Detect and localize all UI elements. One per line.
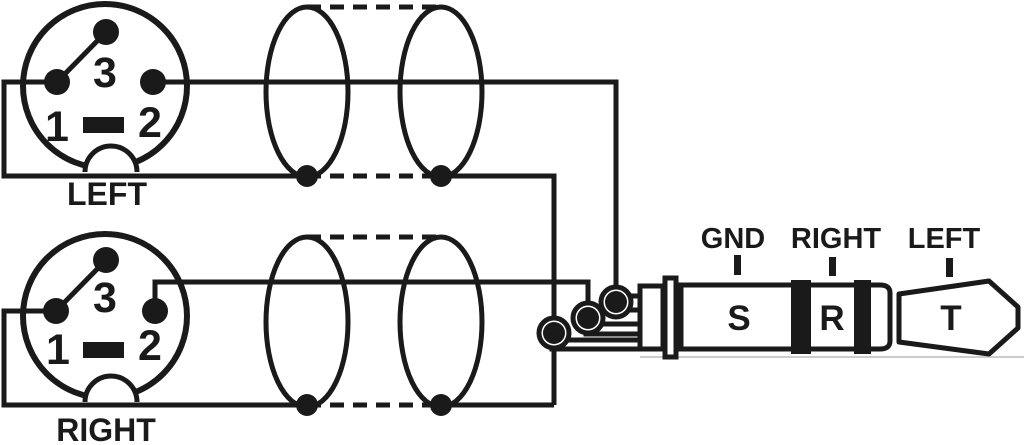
pin-3-number: 3 xyxy=(93,49,117,97)
left-signal-wire xyxy=(153,79,619,302)
ring-letter: R xyxy=(819,299,844,338)
right-channel-wires xyxy=(1,279,591,408)
ring-solder-dot xyxy=(577,307,599,329)
insulator-band xyxy=(854,280,871,354)
right-channel-label: RIGHT xyxy=(791,223,882,255)
shield-ellipse xyxy=(263,234,351,410)
latch-slot xyxy=(83,342,124,358)
gnd-callout-tick xyxy=(734,255,741,275)
pin-2-number: 2 xyxy=(138,322,162,370)
tip-solder-dot xyxy=(605,291,627,313)
left-shield-to-sleeve-wire xyxy=(441,173,557,405)
chassis-notch-cutout xyxy=(85,146,137,174)
left-xlr-connector: 3 1 2 xyxy=(20,1,190,174)
pin-3-dot xyxy=(93,247,119,273)
plug-sleeve-section xyxy=(678,282,893,352)
pin-3-number: 3 xyxy=(93,274,117,322)
left-xlr-label: LEFT xyxy=(67,176,147,212)
pin-3-dot xyxy=(93,19,119,45)
tip-letter: T xyxy=(940,299,961,338)
chassis-notch-cutout xyxy=(85,376,137,404)
sleeve-solder-dot xyxy=(543,322,565,344)
right-shield-wire xyxy=(1,308,307,408)
chassis-notch-arc xyxy=(82,143,140,173)
solder-joint-dot xyxy=(430,394,452,416)
solder-joint-dot xyxy=(296,394,318,416)
pin-1-number: 1 xyxy=(46,326,70,374)
solder-joint-dot xyxy=(296,165,318,187)
latch-slot xyxy=(83,117,124,133)
left-cable-symbol xyxy=(263,4,485,187)
pin-2-number: 2 xyxy=(138,99,162,147)
chassis-notch-arc xyxy=(82,373,140,403)
left-shield-wire xyxy=(1,79,307,179)
sleeve-letter: S xyxy=(727,299,750,338)
insulator-band xyxy=(791,280,811,354)
plug-tip-section xyxy=(896,278,1021,357)
pin-1-number: 1 xyxy=(45,103,69,151)
right-xlr-label: RIGHT xyxy=(56,412,156,445)
right-signal-wire xyxy=(152,279,591,318)
trs-plug: S R T GND RIGHT LEFT xyxy=(536,223,1024,360)
right-cable-symbol xyxy=(263,234,485,416)
plug-collar xyxy=(662,275,679,360)
plug-back-cap xyxy=(637,283,666,352)
shield-ellipse xyxy=(263,4,351,180)
solder-joint-dot xyxy=(430,165,452,187)
gnd-label: GND xyxy=(701,223,765,255)
shield-ellipse xyxy=(397,4,485,180)
shield-ellipse xyxy=(397,234,485,410)
right-xlr-connector: 3 1 2 xyxy=(20,231,190,404)
right-callout-tick xyxy=(829,257,836,276)
left-channel-label: LEFT xyxy=(908,223,981,255)
left-callout-tick xyxy=(946,258,953,277)
